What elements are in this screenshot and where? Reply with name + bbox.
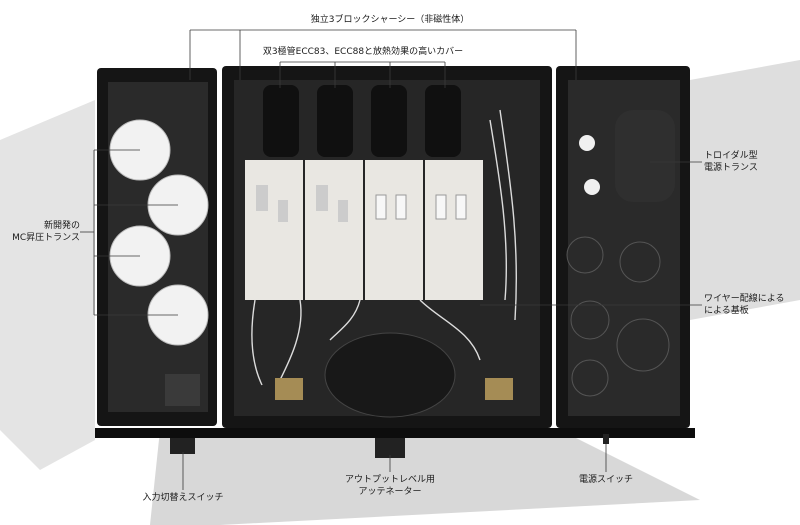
paper-sheet-right <box>690 60 800 320</box>
paper-sheet-bottom <box>150 430 700 525</box>
tube-covers <box>263 85 461 157</box>
wiring <box>251 109 518 386</box>
mc-transformer-label-line2: MC昇圧トランス <box>12 233 80 243</box>
paper-sheet-left <box>0 100 95 470</box>
toroidal-transformer <box>615 110 675 202</box>
capacitor <box>616 318 670 372</box>
center-transformer <box>324 332 456 418</box>
attenuator-label-line2: アッテネーター <box>358 487 422 497</box>
tube-cover <box>371 85 407 157</box>
power-switch-label: 電源スイッチ <box>578 475 633 485</box>
capacitor <box>570 300 610 340</box>
circuit-boards <box>245 160 483 300</box>
input-switch-label: 入力切替えスイッチ <box>142 493 224 503</box>
circuit-board <box>245 160 303 300</box>
capacitor <box>619 241 661 283</box>
toroidal-label-line1: トロイダル型 <box>704 151 758 161</box>
fuse-holder <box>584 179 600 195</box>
capacitor <box>571 359 609 397</box>
circuit-board <box>305 160 363 300</box>
capacitors <box>566 236 670 397</box>
attenuator-label-line1: アウトプットレベル用 <box>344 475 435 485</box>
terminal-block <box>485 378 513 400</box>
toroidal-label-line2: 電源トランス <box>704 163 758 173</box>
circuit-board <box>425 160 483 300</box>
wiring-label-line2: による基板 <box>704 306 749 316</box>
leader-lines <box>80 29 702 490</box>
input-selector-knob <box>170 438 195 454</box>
left-chassis-block <box>97 68 217 426</box>
middle-chassis-block <box>222 66 552 428</box>
front-panel <box>95 428 695 438</box>
power-switch <box>603 434 609 444</box>
tube-cover <box>263 85 299 157</box>
terminal-block <box>275 378 303 400</box>
fuse-holder <box>579 135 595 151</box>
tube-cover <box>425 85 461 157</box>
right-chassis-block <box>556 66 690 428</box>
chassis-label: 独立3ブロックシャーシー（非磁性体） <box>310 15 470 25</box>
capacitor <box>566 236 604 274</box>
input-jack-block <box>165 374 200 406</box>
mc-transformer-label-line1: 新開発の <box>43 221 80 231</box>
circuit-board <box>365 160 423 300</box>
tube-cover <box>317 85 353 157</box>
wiring-label-line1: ワイヤー配線による <box>704 294 785 304</box>
tubes-label: 双3極管ECC83、ECC88と放熱効果の高いカバー <box>262 47 464 57</box>
attenuator-knob <box>375 438 405 458</box>
